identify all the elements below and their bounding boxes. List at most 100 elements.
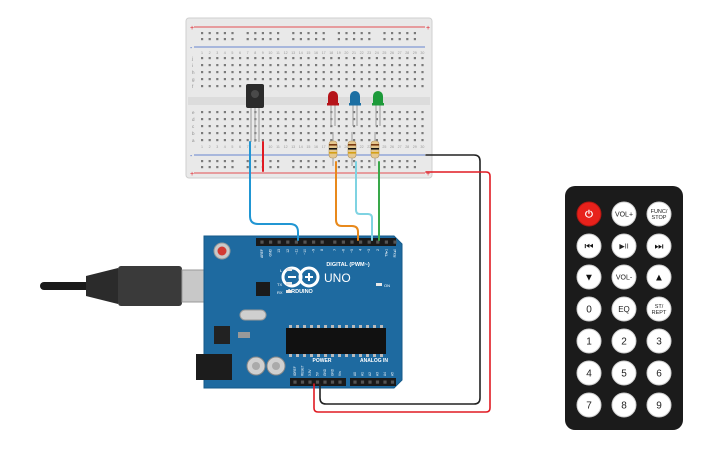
remote-button-label: ⏻ [585,209,593,221]
row-letter: e [192,110,195,115]
wires [249,141,491,413]
column-number: 3 [216,145,218,149]
remote-button[interactable]: ▼ [576,264,602,290]
voltage-regulator [214,326,230,344]
power-pin-label: 5V [316,371,320,376]
breadboard: jihgfedcba112233445566778899101011111212… [185,17,433,179]
remote-button-label: ▲ [654,273,664,284]
column-number: 3 [216,51,218,55]
remote-button-label: REPT [652,310,667,316]
digital-pin-label: ~9 [312,249,316,253]
column-number: 25 [382,51,386,55]
digital-pin-label: TX▸1 [384,249,388,257]
digital-pin-label: RX◂0 [393,249,397,257]
column-number: 5 [231,51,233,55]
remote-button[interactable]: 3 [646,328,672,354]
column-number: 28 [405,145,409,149]
digital-pin-label: ~11 [294,249,298,255]
remote-button[interactable]: 4 [576,360,602,386]
wire-teal[interactable] [355,161,373,241]
arduino-board [203,235,403,389]
column-number: 15 [306,145,310,149]
remote-button[interactable]: FUNC/STOP [646,201,672,227]
analog-header-label: ANALOG IN [360,358,388,364]
wire-red[interactable] [313,171,491,413]
remote-button[interactable]: 8 [611,392,637,418]
analog-pin-label: A1 [361,372,365,376]
column-number: 9 [262,51,264,55]
resistor-1[interactable] [328,132,338,166]
led-2[interactable] [349,91,361,126]
power-header-label: POWER [313,358,332,364]
column-number: 18 [329,51,333,55]
resistors [328,132,380,166]
column-number: 23 [367,51,371,55]
ir-receiver[interactable] [246,84,264,142]
remote-button[interactable]: 9 [646,392,672,418]
digital-pin-label: 2 [376,249,380,251]
digital-pin-label: AREF [260,249,264,258]
resistor-3[interactable] [370,132,380,166]
power-pin-label: Vin [338,371,342,376]
digital-pin-label: 8 [320,249,324,251]
digital-pin-label: ~5 [350,249,354,253]
remote-button-label: VOL+ [615,211,633,218]
row-letter: i [192,63,193,68]
remote-button[interactable]: VOL+ [611,201,637,227]
wire-black[interactable] [319,154,481,405]
column-number: 26 [390,51,394,55]
crystal [239,309,267,321]
wire-blue[interactable] [249,141,299,241]
wire-orange[interactable] [335,161,359,241]
l-led-label: L [280,268,283,273]
resistor-2[interactable] [347,132,357,166]
remote-button[interactable]: 6 [646,360,672,386]
analog-pin-label: A3 [376,372,380,376]
remote-button[interactable]: 2 [611,328,637,354]
rail-minus-label-bottom: - [190,153,193,160]
column-number: 12 [284,51,288,55]
remote-button[interactable]: ST/REPT [646,296,672,322]
led-1[interactable] [327,91,339,126]
ir-remote: ⏻ VOL+ FUNC/STOP ⏮ ▶II ⏭ ▼ VOL- ▲ 0 EQ ST/REPT 1 2 3 4 5… [565,186,683,430]
remote-button-label: ST/ [655,304,664,310]
row-letter: b [192,131,195,136]
usb-plug-body [118,266,182,306]
remote-button-label: 2 [621,337,627,348]
remote-button[interactable]: ⏻ [576,201,602,227]
remote-button[interactable]: 7 [576,392,602,418]
digital-pin-label: 4 [359,249,363,251]
remote-button[interactable]: VOL- [611,264,637,290]
column-number: 2 [209,51,211,55]
column-number: 21 [352,51,356,55]
usb-boot [86,268,118,304]
remote-button[interactable]: ▲ [646,264,672,290]
remote-button-label: 5 [621,369,627,380]
remote-button[interactable]: 1 [576,328,602,354]
remote-button[interactable]: 5 [611,360,637,386]
remote-button-label: STOP [652,215,667,221]
remote-button-label: ⏮ [585,242,594,253]
column-number: 5 [231,145,233,149]
digital-pin-label: ~10 [303,249,307,255]
column-number: 30 [420,145,424,149]
column-number: 16 [314,51,318,55]
column-number: 19 [337,51,341,55]
digital-pin-label: 13 [277,249,281,253]
remote-button-label: 0 [586,305,592,316]
remote-button[interactable]: ⏮ [576,233,602,259]
led-3[interactable] [372,91,384,126]
remote-button[interactable]: ▶II [611,233,637,259]
column-number: 30 [420,51,424,55]
digital-pin-label: GND [269,248,273,256]
remote-button[interactable]: EQ [611,296,637,322]
analog-header [350,378,396,386]
digital-pin-label: 12 [286,249,290,253]
remote-button-label: 7 [586,401,592,412]
atmega-chip [286,328,386,354]
remote-button[interactable]: 0 [576,296,602,322]
remote-button[interactable]: ⏭ [646,233,672,259]
